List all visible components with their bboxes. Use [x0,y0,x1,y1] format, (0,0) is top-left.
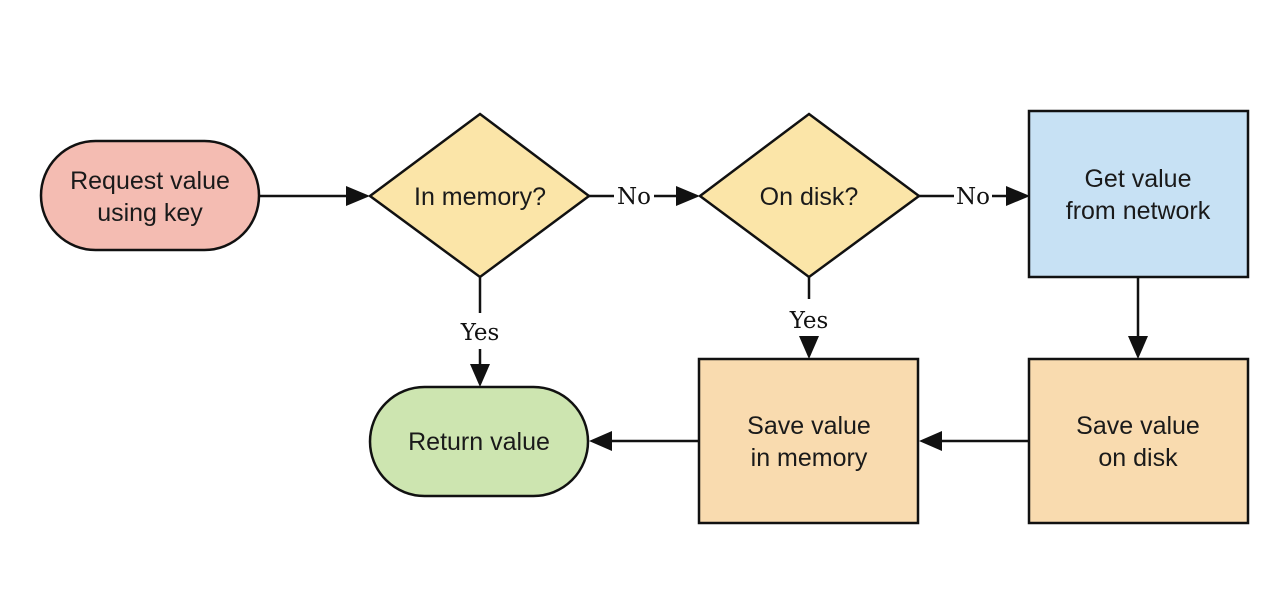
node-get-from-network[interactable]: Get value from network [1027,109,1250,279]
edge-label-no: No [956,184,990,210]
edge-network-to-save-disk [1128,278,1148,359]
node-label: Save value [747,412,871,440]
node-label: using key [97,199,203,227]
node-label: from network [1066,197,1211,225]
arrowhead [799,336,819,359]
edge-on-disk-to-save-memory: Yes [789,276,829,359]
node-label: on disk [1098,444,1178,472]
node-label: in memory [751,444,868,472]
edge-label-yes: Yes [460,320,500,346]
node-label: On disk? [760,183,859,211]
edge-in-memory-to-on-disk: No [589,184,700,210]
arrowhead [589,431,612,451]
edge-save-disk-to-save-memory [919,431,1029,451]
node-save-on-disk[interactable]: Save value on disk [1027,357,1250,525]
arrowhead [1006,186,1030,206]
node-in-memory-decision[interactable]: In memory? [367,112,592,279]
edge-on-disk-to-network: No [919,184,1030,210]
node-request-value[interactable]: Request value using key [39,139,261,252]
node-on-disk-decision[interactable]: On disk? [697,112,922,279]
arrowhead [1128,336,1148,359]
node-label: Request value [70,167,230,195]
edge-label-no: No [617,184,651,210]
edge-save-memory-to-return [589,431,699,451]
edge-label-yes: Yes [789,308,829,334]
node-label: Get value [1084,165,1191,193]
arrowhead [346,186,370,206]
edge-in-memory-to-return: Yes [460,276,500,387]
node-label: In memory? [414,183,546,211]
arrowhead [676,186,700,206]
arrowhead [470,364,490,387]
node-label: Save value [1076,412,1200,440]
edge-request-to-in-memory [259,186,370,206]
node-save-in-memory[interactable]: Save value in memory [697,357,920,525]
node-label: Return value [408,428,550,456]
node-return-value[interactable]: Return value [368,385,590,498]
arrowhead [919,431,942,451]
